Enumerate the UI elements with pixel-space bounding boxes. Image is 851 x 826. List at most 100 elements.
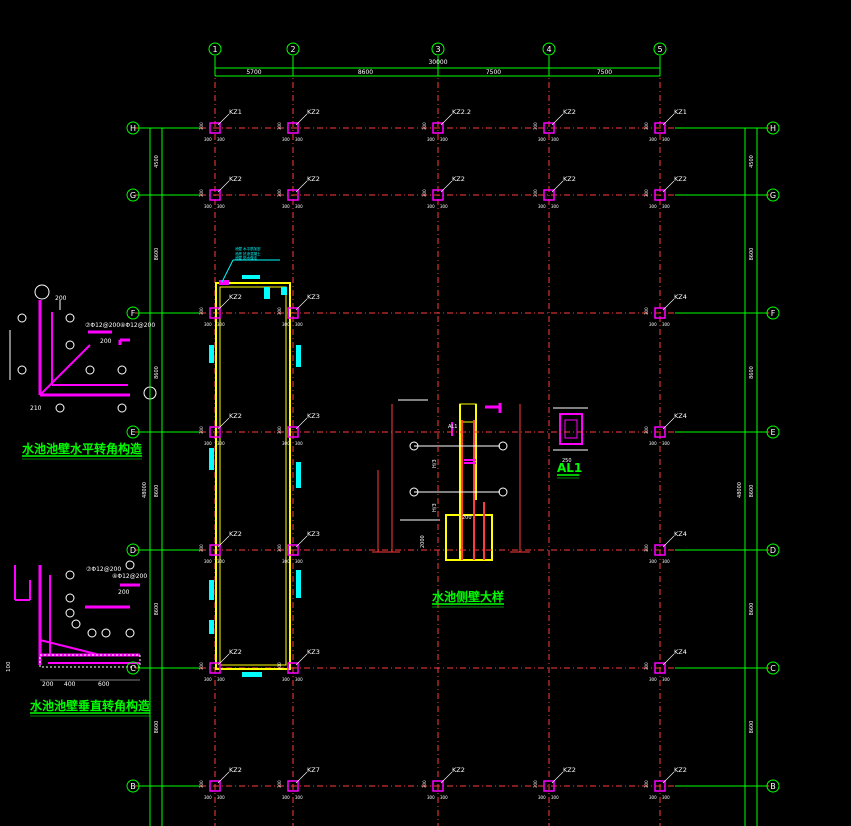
dim-400: 400 <box>64 681 76 688</box>
rebar-mark <box>296 570 301 598</box>
pool-leader <box>221 259 234 283</box>
row-bubble-left-D <box>126 543 140 557</box>
column-G1 <box>209 189 221 201</box>
column-leader <box>217 771 230 784</box>
column-label: KZ2.2 <box>452 108 471 116</box>
dim-200: 200 <box>55 295 67 302</box>
pool-annotation-c: 池壁 防水做法 <box>235 255 258 260</box>
column-label: KZ7 <box>307 766 320 774</box>
column-dim: 300 <box>644 662 649 670</box>
axis-label-3: 3 <box>435 45 440 54</box>
top-dim: 8600 <box>358 69 373 76</box>
column-leader <box>551 113 564 126</box>
column-label: KZ3 <box>307 648 320 656</box>
column-dim: 300 <box>649 322 657 327</box>
column-leader <box>217 653 230 666</box>
column-leader <box>217 417 230 430</box>
axis-bubble-1 <box>208 42 222 56</box>
column-dim: 300 <box>295 137 303 142</box>
axis-bubble-3 <box>431 42 445 56</box>
top-dim: 7500 <box>597 69 612 76</box>
right-total-dim: 48000 <box>737 482 743 498</box>
rebar-mark <box>242 275 260 279</box>
column-dim: 300 <box>533 189 538 197</box>
column-E2 <box>287 426 299 438</box>
column-leader <box>440 771 453 784</box>
row-label-right-H: H <box>770 124 776 133</box>
row-bubble-left-C <box>126 661 140 675</box>
row-label-left-H: H <box>130 124 136 133</box>
rebar-mark <box>209 580 214 600</box>
row-label-left-B: B <box>130 782 136 791</box>
row-label-left-C: C <box>130 664 136 673</box>
column-dim: 300 <box>649 441 657 446</box>
column-dim: 300 <box>217 677 225 682</box>
column-dim: 300 <box>282 677 290 682</box>
column-label: KZ2 <box>229 175 242 183</box>
column-dim: 300 <box>644 307 649 315</box>
al1-detail <box>553 407 588 451</box>
column-D5 <box>654 544 666 556</box>
column-leader <box>217 298 230 311</box>
dim-2000: 2000 <box>420 535 426 548</box>
column-G2 <box>287 189 299 201</box>
row-label-left-F: F <box>131 309 136 318</box>
column-dim: 300 <box>649 677 657 682</box>
column-dim: 300 <box>440 795 448 800</box>
column-label: KZ3 <box>307 530 320 538</box>
column-leader <box>295 113 308 126</box>
column-dim: 300 <box>199 189 204 197</box>
title-wall-detail: 水池侧壁大样 <box>432 589 504 604</box>
column-dim: 300 <box>199 307 204 315</box>
column-label: KZ2 <box>229 766 242 774</box>
axis-label-5: 5 <box>657 45 662 54</box>
column-dim: 300 <box>440 137 448 142</box>
column-dim: 300 <box>649 137 657 142</box>
column-label: KZ2 <box>563 175 576 183</box>
horizontal-corner-detail <box>9 284 157 413</box>
column-label: KZ1 <box>674 108 687 116</box>
column-label: KZ3 <box>307 293 320 301</box>
left-dim: 8600 <box>154 721 160 734</box>
column-dim: 300 <box>282 441 290 446</box>
column-H3 <box>432 122 444 134</box>
top-dim: 7500 <box>486 69 501 76</box>
column-label: KZ2 <box>307 108 320 116</box>
column-dim: 300 <box>199 426 204 434</box>
column-dim: 300 <box>282 137 290 142</box>
right-dim: 8600 <box>749 248 755 261</box>
column-label: KZ2 <box>229 412 242 420</box>
column-dim: 300 <box>440 204 448 209</box>
column-B1 <box>209 780 221 792</box>
column-dim: 300 <box>533 122 538 130</box>
column-dim: 300 <box>422 780 427 788</box>
column-F1 <box>209 307 221 319</box>
column-G5 <box>654 189 666 201</box>
column-dim: 300 <box>204 677 212 682</box>
column-dim: 300 <box>533 780 538 788</box>
column-dim: 300 <box>644 189 649 197</box>
axis-label-4: 4 <box>546 45 551 54</box>
column-leader <box>440 180 453 193</box>
column-G3 <box>432 189 444 201</box>
dim-100: 100 <box>6 661 12 672</box>
column-dim: 300 <box>662 137 670 142</box>
title-horizontal-corner: 水池池壁水平转角构造 <box>22 441 143 456</box>
column-dim: 300 <box>538 137 546 142</box>
dim-200-c: 200 <box>118 589 130 596</box>
rebar-mark <box>209 620 214 634</box>
rebar-mark <box>264 287 270 299</box>
row-bubble-left-B <box>126 779 140 793</box>
column-D1 <box>209 544 221 556</box>
column-C1 <box>209 662 221 674</box>
pool-annotation-a: 池壁 水平筋加密 <box>235 246 261 251</box>
column-dim: 300 <box>427 795 435 800</box>
column-dim: 300 <box>644 544 649 552</box>
column-leader <box>295 298 308 311</box>
column-label: KZ2 <box>563 108 576 116</box>
axis-label-2: 2 <box>290 45 295 54</box>
row-bubble-right-E <box>766 425 780 439</box>
column-dim: 300 <box>644 122 649 130</box>
column-H1 <box>209 122 221 134</box>
column-dim: 300 <box>551 137 559 142</box>
